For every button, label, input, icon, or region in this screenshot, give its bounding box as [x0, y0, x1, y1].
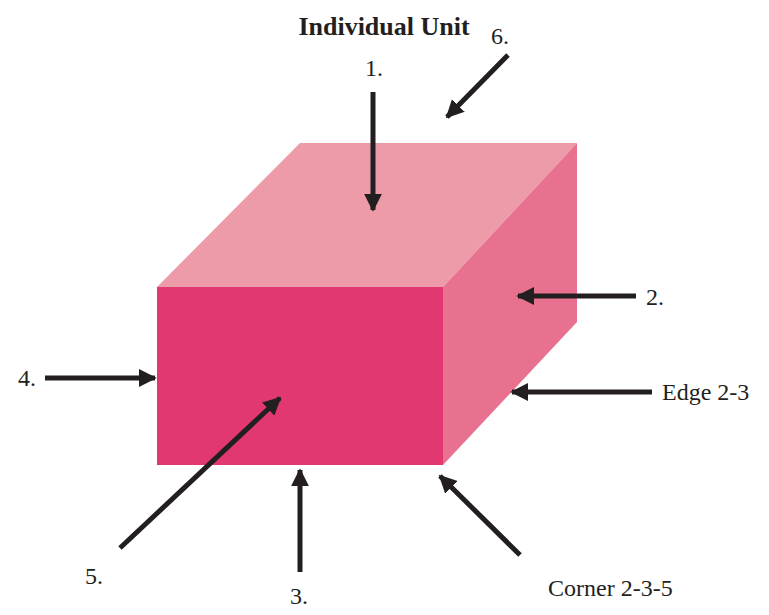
callout-label: Edge 2-3	[662, 379, 749, 405]
callout-label: 6.	[491, 23, 509, 49]
leader-arrow	[440, 476, 520, 555]
leader-arrow	[518, 294, 636, 299]
callout-label: 4.	[18, 365, 36, 391]
front-face	[157, 287, 443, 465]
right-face	[443, 143, 577, 465]
callout-label: 1.	[365, 55, 383, 81]
leader-arrow	[371, 92, 376, 210]
callout-label: Corner 2-3-5	[548, 575, 673, 601]
leader-arrow	[512, 390, 652, 395]
leader-arrow	[447, 55, 508, 117]
callout-label: 3.	[290, 583, 308, 609]
diagram-title: Individual Unit	[298, 13, 469, 42]
leader-arrow	[120, 398, 280, 548]
leader-arrow	[298, 470, 303, 572]
callout-label: 5.	[85, 563, 103, 589]
callout-label: 2.	[646, 284, 664, 310]
leader-arrow	[45, 376, 155, 381]
